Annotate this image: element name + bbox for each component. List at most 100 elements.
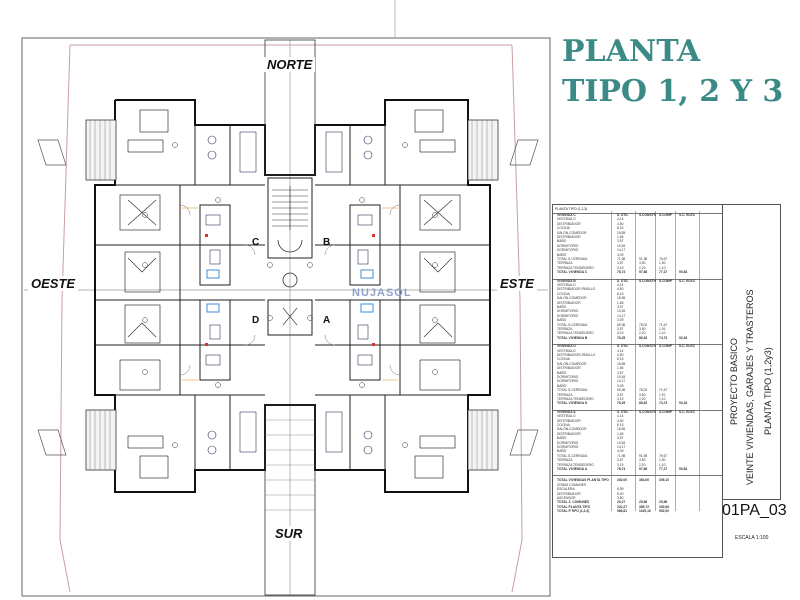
- table-cell: 4,14: [617, 348, 624, 353]
- table-cell: 93,18: [679, 335, 688, 340]
- table-cell: 18,55: [617, 361, 626, 366]
- table-cell: TOTAL VIVIENDA A: [557, 467, 588, 471]
- table-cell: 10,54: [617, 243, 626, 248]
- table-cell: 4,50: [617, 418, 624, 423]
- table-cell: 1,10: [659, 331, 666, 336]
- table-cell: TERRAZA: [557, 327, 573, 331]
- table-cell: 76,25: [617, 335, 626, 340]
- table-cell: 4,50: [617, 287, 624, 292]
- table-cell: 74,73: [659, 335, 668, 340]
- table-cell: 3,19: [617, 265, 624, 270]
- table-cell: 14,17: [617, 379, 626, 384]
- table-cell: S. ÚTIL: [617, 213, 629, 217]
- table-cell: 14,17: [617, 313, 626, 318]
- table-cell: 3,09: [617, 318, 624, 323]
- table-cell: S. ÚTIL: [617, 278, 629, 283]
- table-cell: 78,74: [617, 270, 626, 275]
- table-cell: VESTIBULO: [557, 348, 576, 353]
- table-cell: 78,02: [639, 322, 648, 327]
- table-cell: S. ÚTIL: [617, 409, 629, 414]
- table-cell: 18,55: [617, 427, 626, 432]
- table-cell: TERRAZA TENDEDERO: [557, 265, 594, 270]
- table-cell: TOTAL VIVIENDA B: [557, 335, 588, 340]
- scale-label: ESCALA 1:100: [735, 535, 769, 541]
- table-cell: 3,80: [617, 496, 624, 500]
- table-column-divider: [655, 211, 656, 511]
- table-cell: S.C. ELEC: [679, 213, 696, 217]
- table-cell: S.COMP: [659, 409, 673, 414]
- table-cell: S.CONSTR: [639, 344, 657, 349]
- table-cell: 74,73: [659, 401, 668, 406]
- table-cell: 14,17: [617, 445, 626, 449]
- table-cell: 77,27: [659, 270, 668, 275]
- project-line1: PROYECTO BASICO: [729, 338, 739, 425]
- table-cell: 1169,16: [639, 509, 651, 514]
- table-cell: 76,67: [659, 453, 668, 458]
- table-cell: SALÓN-COMEDOR: [557, 427, 587, 432]
- table-cell: TOTAL VIVIENDAS PLANTA TIPO: [557, 478, 609, 483]
- table-cell: 4,09: [617, 449, 624, 454]
- table-cell: ESCALERA: [557, 487, 575, 492]
- table-cell: S.COMP: [659, 213, 673, 217]
- table-cell: COCINA: [557, 226, 570, 231]
- table-cell: 3,09: [617, 383, 624, 388]
- table-cell: SALÓN-COMEDOR: [557, 296, 587, 301]
- table-cell: 4,14: [617, 283, 624, 287]
- table-cell: 69,36: [617, 322, 626, 327]
- table-cell: S.C. ELEC: [679, 344, 696, 349]
- table-cell: 91,98: [639, 257, 648, 261]
- sheet-title-line1: PLANTA: [562, 34, 701, 69]
- table-cell: 389,72: [639, 504, 650, 509]
- table-cell: DORMITORIO: [557, 313, 579, 318]
- table-cell: 91,98: [639, 453, 648, 458]
- table-cell: COCINA: [557, 291, 570, 296]
- table-cell: VIVIENDA C: [557, 213, 576, 217]
- table-cell: 76,67: [659, 257, 668, 261]
- table-cell: TOTAL S.CERRADA: [557, 322, 588, 327]
- table-cell: BAÑO: [557, 449, 567, 454]
- table-cell: VIVIENDA A: [557, 409, 576, 414]
- project-line2: VEINTE VIVIENDAS, GARAJES Y TRASTEROS: [745, 289, 755, 485]
- table-cell: 93,18: [679, 401, 688, 406]
- table-cell: 3,19: [617, 462, 624, 467]
- table-cell: 1,50: [659, 458, 666, 463]
- table-cell: 322,27: [617, 504, 628, 509]
- table-cell: BAÑO: [557, 239, 567, 244]
- label-east: ESTE: [497, 276, 537, 291]
- table-cell: TERRAZA TENDEDERO: [557, 397, 594, 401]
- unit-label-c: C: [252, 237, 260, 248]
- table-cell: TERRAZA: [557, 458, 573, 463]
- table-cell: TOTAL S.CERRADA: [557, 453, 588, 458]
- table-cell: 3,57: [617, 392, 624, 397]
- table-cell: 4,14: [617, 217, 624, 222]
- table-cell: 4,50: [617, 353, 624, 357]
- table-rule: [553, 278, 722, 280]
- table-cell: 3,57: [617, 370, 624, 375]
- table-cell: TERRAZA TENDEDERO: [557, 462, 594, 467]
- table-cell: 330,66: [659, 504, 670, 509]
- table-column-divider: [635, 211, 636, 511]
- label-north: NORTE: [264, 57, 316, 72]
- table-cell: 8,15: [617, 291, 624, 296]
- table-cell: 1,10: [659, 397, 666, 401]
- table-cell: 302,00: [617, 478, 628, 483]
- table-cell: SALÓN-COMEDOR: [557, 361, 587, 366]
- table-cell: 25,56: [659, 500, 668, 505]
- table-cell: S.C. ELEC: [679, 409, 696, 414]
- table-cell: DISTRIBUIDOR: [557, 418, 581, 423]
- table-cell: 71,67: [659, 322, 668, 327]
- table-cell: 3,50: [639, 458, 646, 463]
- table-cell: 20,27: [617, 500, 626, 505]
- table-cell: 18,55: [617, 296, 626, 301]
- table-cell: 1,91: [659, 327, 666, 331]
- table-cell: DORMITORIO: [557, 440, 579, 445]
- table-cell: TOTAL VIVIENDA D: [557, 401, 588, 406]
- table-cell: DORMITORIO: [557, 243, 579, 248]
- table-cell: 3,19: [617, 397, 624, 401]
- table-cell: 86,62: [639, 335, 648, 340]
- table-cell: 71,98: [617, 257, 626, 261]
- table-cell: TOTAL P.TIPO (1,2,3): [557, 509, 590, 514]
- table-cell: 2,20: [639, 397, 646, 401]
- table-cell: 76,25: [617, 401, 626, 406]
